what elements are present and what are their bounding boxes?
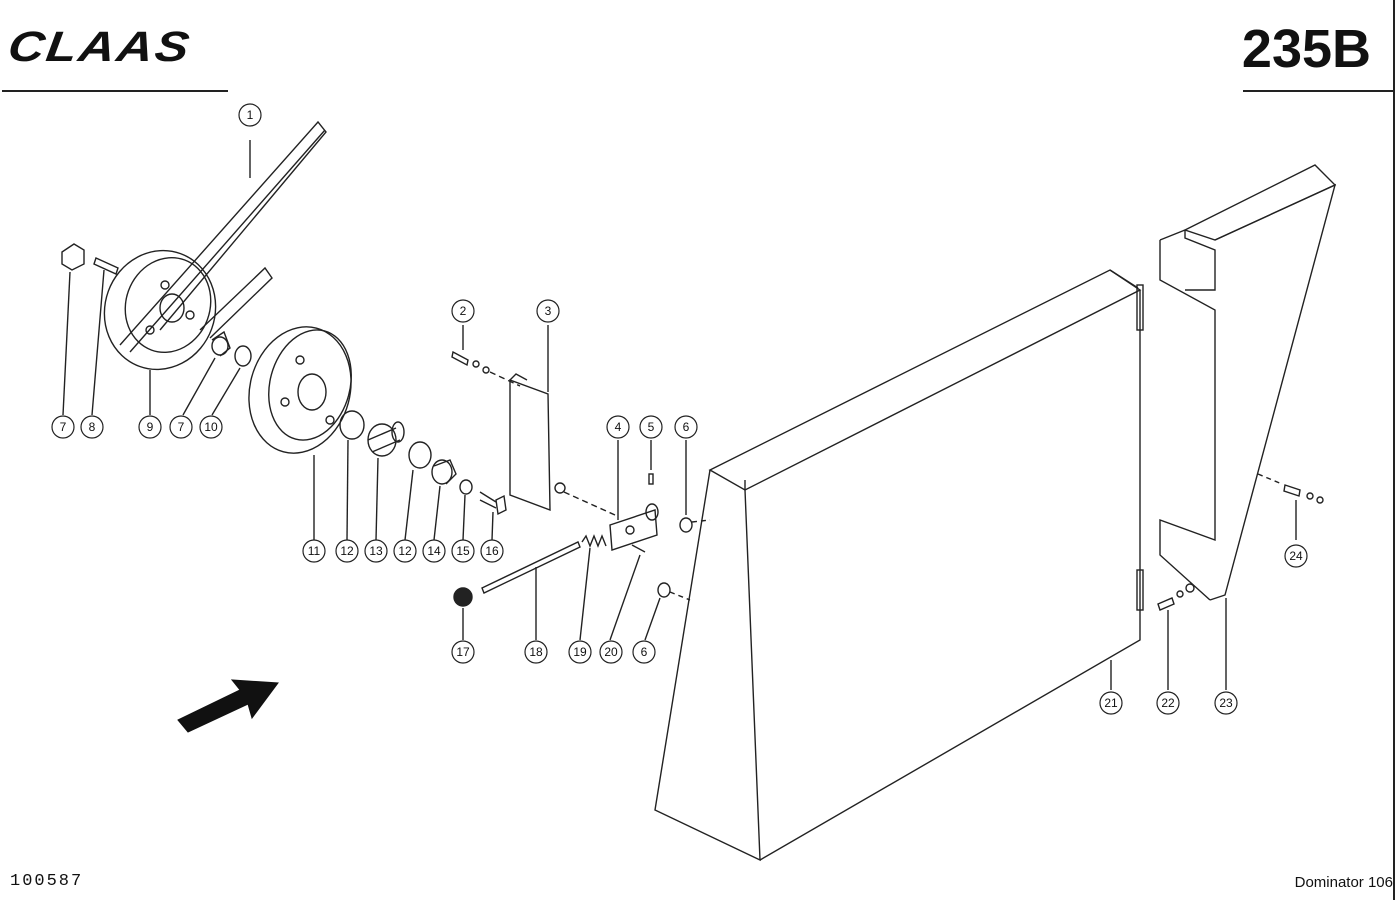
- callout-22: 22: [1156, 691, 1180, 715]
- callout-17: 17: [451, 640, 475, 664]
- callout-24: 24: [1284, 544, 1308, 568]
- svg-text:7: 7: [178, 420, 185, 434]
- svg-text:10: 10: [204, 420, 218, 434]
- guard-plate-3: [509, 325, 616, 516]
- svg-text:4: 4: [615, 420, 622, 434]
- callout-19: 19: [568, 640, 592, 664]
- callout-18: 18: [524, 640, 548, 664]
- callout-21: 21: [1099, 691, 1123, 715]
- svg-text:9: 9: [147, 420, 154, 434]
- nut-left: [61, 243, 85, 416]
- frame-right-border: [1393, 0, 1395, 900]
- drawing-number: 100587: [10, 872, 84, 891]
- svg-text:1: 1: [247, 108, 254, 122]
- svg-text:11: 11: [308, 544, 321, 558]
- callout-4: 4: [606, 415, 630, 439]
- bolt-22: [1157, 583, 1195, 690]
- svg-text:17: 17: [456, 645, 470, 659]
- svg-text:7: 7: [60, 420, 67, 434]
- rod-18: [481, 541, 581, 640]
- callout-2: 2: [451, 299, 475, 323]
- key: [91, 257, 119, 416]
- svg-text:20: 20: [604, 645, 618, 659]
- spring-19: [579, 534, 607, 641]
- callout-8: 8: [80, 415, 104, 439]
- knob-17: [453, 587, 473, 640]
- bracket-4: [609, 440, 659, 551]
- callout-7b: 7: [169, 415, 193, 439]
- pulley-large: [248, 326, 352, 540]
- mounting-bracket-23: [1159, 164, 1337, 690]
- callout-13: 13: [364, 539, 388, 563]
- callout-12b: 12: [393, 539, 417, 563]
- callout-5: 5: [639, 415, 663, 439]
- pulley-small: [103, 249, 217, 415]
- callout-labels: 1 2 3 4 5 6 7 8 9 7 10 11 12 13 12 14 15…: [51, 103, 1308, 715]
- side-panel-21: [654, 269, 1144, 862]
- callout-9: 9: [138, 415, 162, 439]
- svg-text:23: 23: [1219, 696, 1233, 710]
- bushing-14: [431, 459, 457, 541]
- svg-text:22: 22: [1161, 696, 1175, 710]
- callout-20: 20: [599, 640, 623, 664]
- callout-3: 3: [536, 299, 560, 323]
- model-name: Dominator 106: [1294, 874, 1393, 891]
- callout-10: 10: [199, 415, 223, 439]
- snap-ring-12b: [404, 441, 432, 541]
- callout-6a: 6: [674, 415, 698, 439]
- header-rule-left: [2, 90, 228, 92]
- svg-text:3: 3: [545, 304, 552, 318]
- bearing-13: [367, 421, 405, 541]
- washer-15: [459, 479, 473, 541]
- callout-16: 16: [480, 539, 504, 563]
- svg-text:12: 12: [340, 544, 354, 558]
- svg-text:6: 6: [641, 645, 648, 659]
- callout-15: 15: [451, 539, 475, 563]
- svg-text:8: 8: [89, 420, 96, 434]
- bolt-16: [479, 491, 507, 541]
- pin-20: [609, 544, 646, 641]
- svg-text:24: 24: [1289, 549, 1303, 563]
- svg-text:18: 18: [529, 645, 543, 659]
- callout-7a: 7: [51, 415, 75, 439]
- callout-14: 14: [422, 539, 446, 563]
- nut-6b: [644, 582, 691, 641]
- callout-6b: 6: [632, 640, 656, 664]
- callout-1: 1: [238, 103, 262, 127]
- bolt-2: [451, 325, 521, 387]
- callout-23: 23: [1214, 691, 1238, 715]
- svg-text:19: 19: [573, 645, 587, 659]
- callout-11: 11: [302, 539, 326, 563]
- svg-text:16: 16: [485, 544, 499, 558]
- snap-ring-12a: [339, 410, 365, 541]
- pin-5: [648, 440, 654, 485]
- svg-text:5: 5: [648, 420, 655, 434]
- svg-text:21: 21: [1104, 696, 1118, 710]
- bushing: [182, 330, 231, 416]
- svg-text:12: 12: [398, 544, 412, 558]
- svg-text:14: 14: [427, 544, 441, 558]
- svg-text:13: 13: [369, 544, 383, 558]
- svg-text:15: 15: [456, 544, 470, 558]
- svg-text:6: 6: [683, 420, 690, 434]
- nut-6a: [679, 440, 711, 533]
- callout-12a: 12: [335, 539, 359, 563]
- header-rule-right: [1243, 90, 1393, 92]
- sheet-number: 235B: [1241, 19, 1371, 79]
- v-belt: [119, 120, 327, 353]
- direction-arrow: [177, 679, 279, 733]
- bolt-24: [1257, 473, 1324, 540]
- svg-text:2: 2: [460, 304, 467, 318]
- washer-10: [211, 345, 252, 416]
